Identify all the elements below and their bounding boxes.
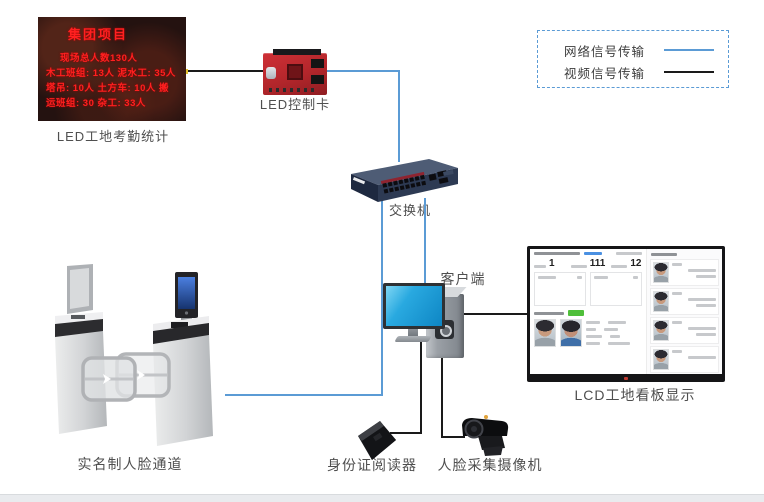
connector-switch-to-gate-v xyxy=(381,198,383,396)
connector-card-to-switch-h xyxy=(327,70,400,72)
legend-row-video: 视频信号传输 xyxy=(564,62,714,82)
lcd-display-label: LCD工地看板显示 xyxy=(574,387,696,403)
dashboard-left-pane: 1 111 12 xyxy=(530,249,648,374)
capture-photos xyxy=(534,319,642,347)
led-control-card xyxy=(263,49,327,95)
legend-network-label: 网络信号传输 xyxy=(564,44,646,59)
connector-client-to-reader-h xyxy=(390,432,422,434)
record-card xyxy=(650,346,719,373)
led-display-panel: 集团项目 现场总人数130人 木工班组: 13人 泥水工: 35人 塔吊: 10… xyxy=(38,17,186,121)
pcb-capacitor xyxy=(266,67,276,79)
pcb-chip xyxy=(287,64,303,80)
record-photo xyxy=(653,320,670,341)
stat-value: 111 xyxy=(589,258,606,269)
led-display-label: LED工地考勤统计 xyxy=(56,129,170,144)
dashboard-header xyxy=(534,252,643,255)
client-label: 客户端 xyxy=(440,271,486,287)
led-control-card-label: LED控制卡 xyxy=(259,97,331,112)
connector-client-to-camera-v xyxy=(441,345,443,438)
stat-label xyxy=(570,265,587,268)
legend-video-label: 视频信号传输 xyxy=(564,66,646,81)
face-terminal-screen xyxy=(178,277,195,309)
record-card xyxy=(650,288,719,315)
dashboard-stats-row: 1 111 12 xyxy=(534,258,642,269)
client-monitor-screen xyxy=(386,286,442,326)
switch-label: 交换机 xyxy=(388,203,431,218)
lcd-display: 1 111 12 xyxy=(527,246,725,382)
stat-value: 1 xyxy=(549,258,555,269)
record-photo xyxy=(653,349,670,370)
face-capture-camera-label: 人脸采集摄像机 xyxy=(437,457,543,473)
capture-section-header xyxy=(534,310,642,316)
face-gate-turnstile xyxy=(55,264,213,446)
connector-switch-to-client xyxy=(424,198,426,290)
stat-label xyxy=(611,265,628,268)
gate-barrier-arms xyxy=(81,352,171,402)
pcb-port xyxy=(311,75,324,84)
record-card xyxy=(650,317,719,344)
status-badge xyxy=(568,310,584,316)
legend-box: 网络信号传输 视频信号传输 xyxy=(537,30,729,88)
dashboard-link-text xyxy=(584,252,602,255)
connector-client-to-camera-h xyxy=(441,436,465,438)
records-header xyxy=(651,253,678,256)
client-monitor xyxy=(383,283,445,329)
id-photo xyxy=(534,319,556,347)
tower-emblem xyxy=(435,320,454,339)
stat-label xyxy=(534,265,546,268)
lcd-power-led xyxy=(624,377,628,380)
client-monitor-stand xyxy=(408,329,418,337)
lcd-dashboard: 1 111 12 xyxy=(530,249,722,374)
connector-led-to-card xyxy=(186,70,265,72)
dashboard-tables xyxy=(534,272,643,306)
stat-checked: 111 xyxy=(570,258,606,269)
dashboard-title-text xyxy=(534,252,580,255)
pcb-pins xyxy=(269,88,315,92)
connector-client-to-reader-v xyxy=(420,340,422,434)
client-monitor-base xyxy=(394,336,432,342)
connector-client-to-lcd xyxy=(462,313,527,315)
face-capture-camera xyxy=(462,415,509,456)
connector-card-to-switch-v xyxy=(398,70,400,162)
stat-value: 12 xyxy=(630,258,642,269)
pcb-port xyxy=(311,59,324,68)
stat-absent: 12 xyxy=(611,258,642,269)
dashboard-table xyxy=(534,272,587,306)
led-display-line: 木工班组: 13人 泥水工: 35人 xyxy=(46,68,176,79)
id-card-reader xyxy=(358,421,396,460)
record-card xyxy=(650,259,719,286)
legend-network-line xyxy=(664,49,714,51)
id-card-reader-label: 身份证阅读器 xyxy=(327,457,417,473)
legend-row-network: 网络信号传输 xyxy=(564,40,714,60)
led-display-line: 运班组: 30 杂工: 33人 xyxy=(46,98,146,109)
face-gate-label: 实名制人脸通道 xyxy=(77,456,183,472)
legend-video-line xyxy=(664,71,714,73)
dashboard-date-text xyxy=(616,252,643,255)
bottom-strip xyxy=(0,494,764,502)
record-photo xyxy=(653,291,670,312)
led-display-title: 集团项目 xyxy=(68,27,129,42)
stat-onsite: 1 xyxy=(534,258,565,269)
led-display-line: 现场总人数130人 xyxy=(60,53,138,64)
dashboard-right-pane xyxy=(647,249,722,374)
connector-switch-to-gate-h xyxy=(225,394,383,396)
live-photo xyxy=(560,319,582,347)
dashboard-table xyxy=(590,272,643,306)
led-display-line: 塔吊: 10人 土方车: 10人 搬 xyxy=(46,83,170,94)
capture-details xyxy=(586,319,630,347)
record-photo xyxy=(653,262,670,283)
network-switch xyxy=(351,159,458,202)
pcb-header-strip xyxy=(273,49,321,55)
